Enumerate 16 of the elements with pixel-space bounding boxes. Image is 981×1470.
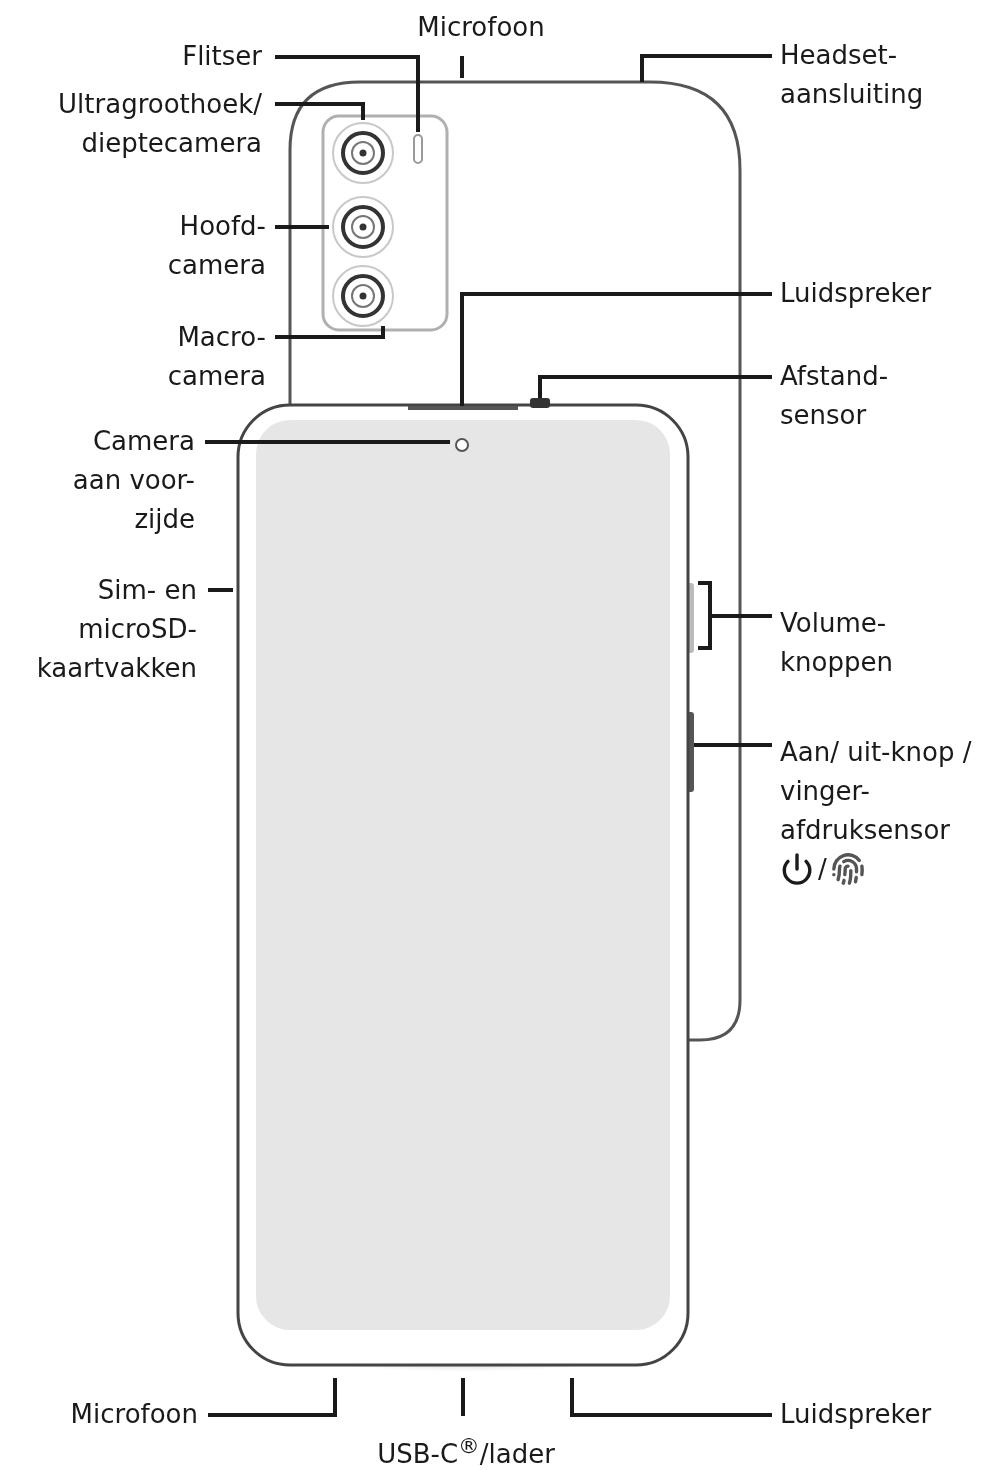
leader-line [570, 1378, 772, 1417]
leader-line [461, 1378, 465, 1416]
leader-line [275, 102, 365, 120]
leader-line [275, 55, 420, 132]
leader-line [460, 292, 772, 406]
leader-line [538, 375, 772, 398]
leader-line [275, 326, 385, 339]
leader-line [275, 225, 329, 229]
leader-line [205, 440, 450, 444]
leader-line [460, 56, 464, 78]
separator-slash: / [818, 853, 827, 885]
leader-line [696, 581, 774, 650]
leader-line [208, 1378, 337, 1417]
leader-line [694, 743, 772, 747]
leader-line [208, 588, 233, 592]
leader-line [640, 54, 772, 82]
